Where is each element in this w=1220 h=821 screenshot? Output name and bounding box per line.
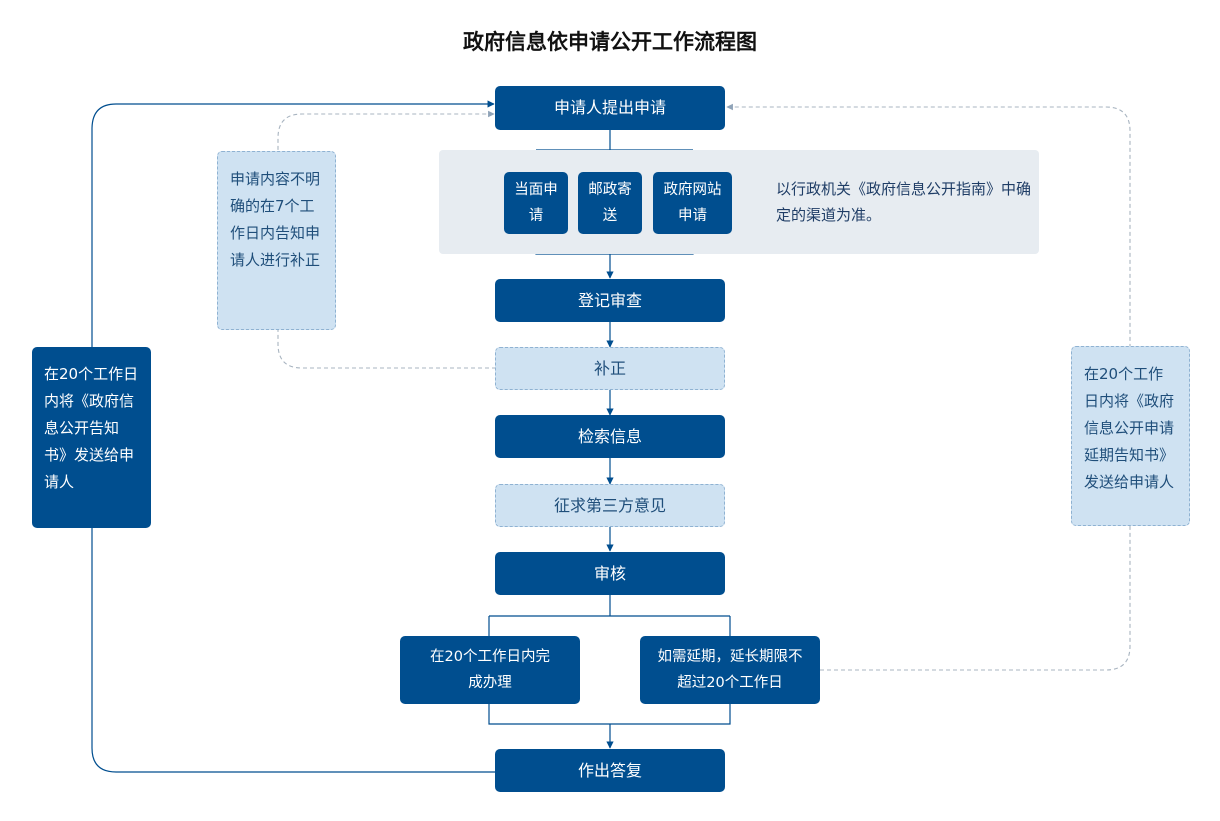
register-label: 登记审查 xyxy=(577,290,642,310)
correct-node: 补正 xyxy=(495,347,725,390)
channel-mail-node: 邮政寄送 xyxy=(578,172,642,234)
reply-label: 作出答复 xyxy=(577,760,642,780)
connector-reply-merge xyxy=(488,704,731,748)
search-label: 检索信息 xyxy=(577,426,642,446)
connector-correction-loop xyxy=(277,110,496,369)
third-party-node: 征求第三方意见 xyxy=(495,484,725,527)
extend-node: 如需延期，延长期限不超过20个工作日 xyxy=(640,636,820,704)
review-node: 审核 xyxy=(495,552,725,595)
register-node: 登记审查 xyxy=(495,279,725,322)
reply-node: 作出答复 xyxy=(495,749,725,792)
complete-label: 在20个工作日内完成办理 xyxy=(430,649,550,691)
correction-note-text: 申请内容不明确的在7个工作日内告知申请人进行补正 xyxy=(230,170,321,269)
channel-web-label: 政府网站申请 xyxy=(663,182,722,224)
connector-review-split xyxy=(488,595,731,636)
third-party-label: 征求第三方意见 xyxy=(553,495,666,515)
submit-node: 申请人提出申请 xyxy=(495,86,725,130)
search-node: 检索信息 xyxy=(495,415,725,458)
extend-label: 如需延期，延长期限不超过20个工作日 xyxy=(657,649,803,691)
channel-note: 以行政机关《政府信息公开指南》中确定的渠道为准。 xyxy=(776,180,1032,224)
channel-web-node: 政府网站申请 xyxy=(653,172,732,234)
channel-mail-label: 邮政寄送 xyxy=(588,182,632,224)
submit-label: 申请人提出申请 xyxy=(553,98,666,117)
channel-inperson-node: 当面申请 xyxy=(504,172,568,234)
complete-node: 在20个工作日内完成办理 xyxy=(400,636,580,704)
review-label: 审核 xyxy=(593,563,626,583)
right-note: 在20个工作日内将《政府信息公开申请延期告知书》 发送给申请人 xyxy=(1071,346,1190,526)
left-note-text: 在20个工作日内将《政府信息公开告知书》发送给申请人 xyxy=(44,365,139,491)
correction-note: 申请内容不明确的在7个工作日内告知申请人进行补正 xyxy=(217,151,336,330)
left-note: 在20个工作日内将《政府信息公开告知书》发送给申请人 xyxy=(32,347,151,528)
page-title: 政府信息依申请公开工作流程图 xyxy=(463,30,757,54)
right-note-text: 在20个工作日内将《政府信息公开申请延期告知书》 发送给申请人 xyxy=(1084,365,1175,491)
correct-label: 补正 xyxy=(593,358,626,378)
channel-inperson-label: 当面申请 xyxy=(514,182,558,224)
